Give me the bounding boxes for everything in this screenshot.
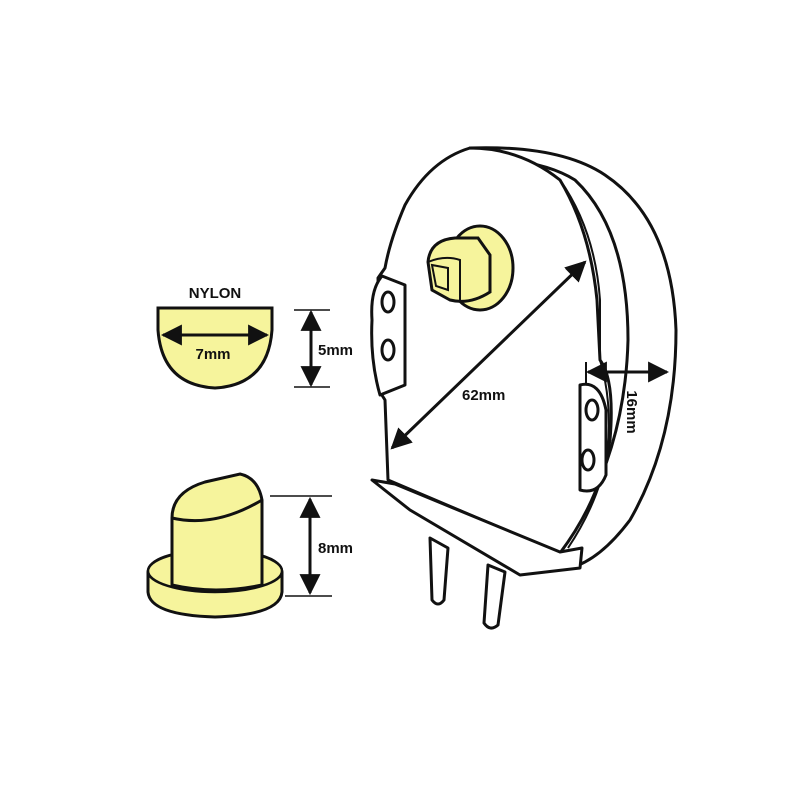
thickness-dimension [585, 361, 670, 385]
depth-dimension [294, 309, 330, 388]
coupler-shaft [170, 472, 264, 592]
material-label: NYLON [189, 285, 242, 302]
coupler-side-view [146, 472, 284, 619]
height-dimension [270, 495, 332, 597]
terminal-pin-left [428, 536, 450, 606]
terminal-bracket [370, 478, 584, 577]
motor-body [370, 146, 678, 630]
depth-label: 5mm [318, 342, 353, 359]
diameter-label: 62mm [462, 387, 505, 404]
height-label: 8mm [318, 540, 353, 557]
motor-rim [468, 146, 678, 570]
terminal-pin-right [482, 563, 507, 630]
coupler-top-view [156, 306, 274, 390]
width-label: 7mm [195, 346, 230, 363]
diameter-dimension-arrow [390, 260, 587, 450]
thickness-label: 16mm [623, 390, 640, 433]
